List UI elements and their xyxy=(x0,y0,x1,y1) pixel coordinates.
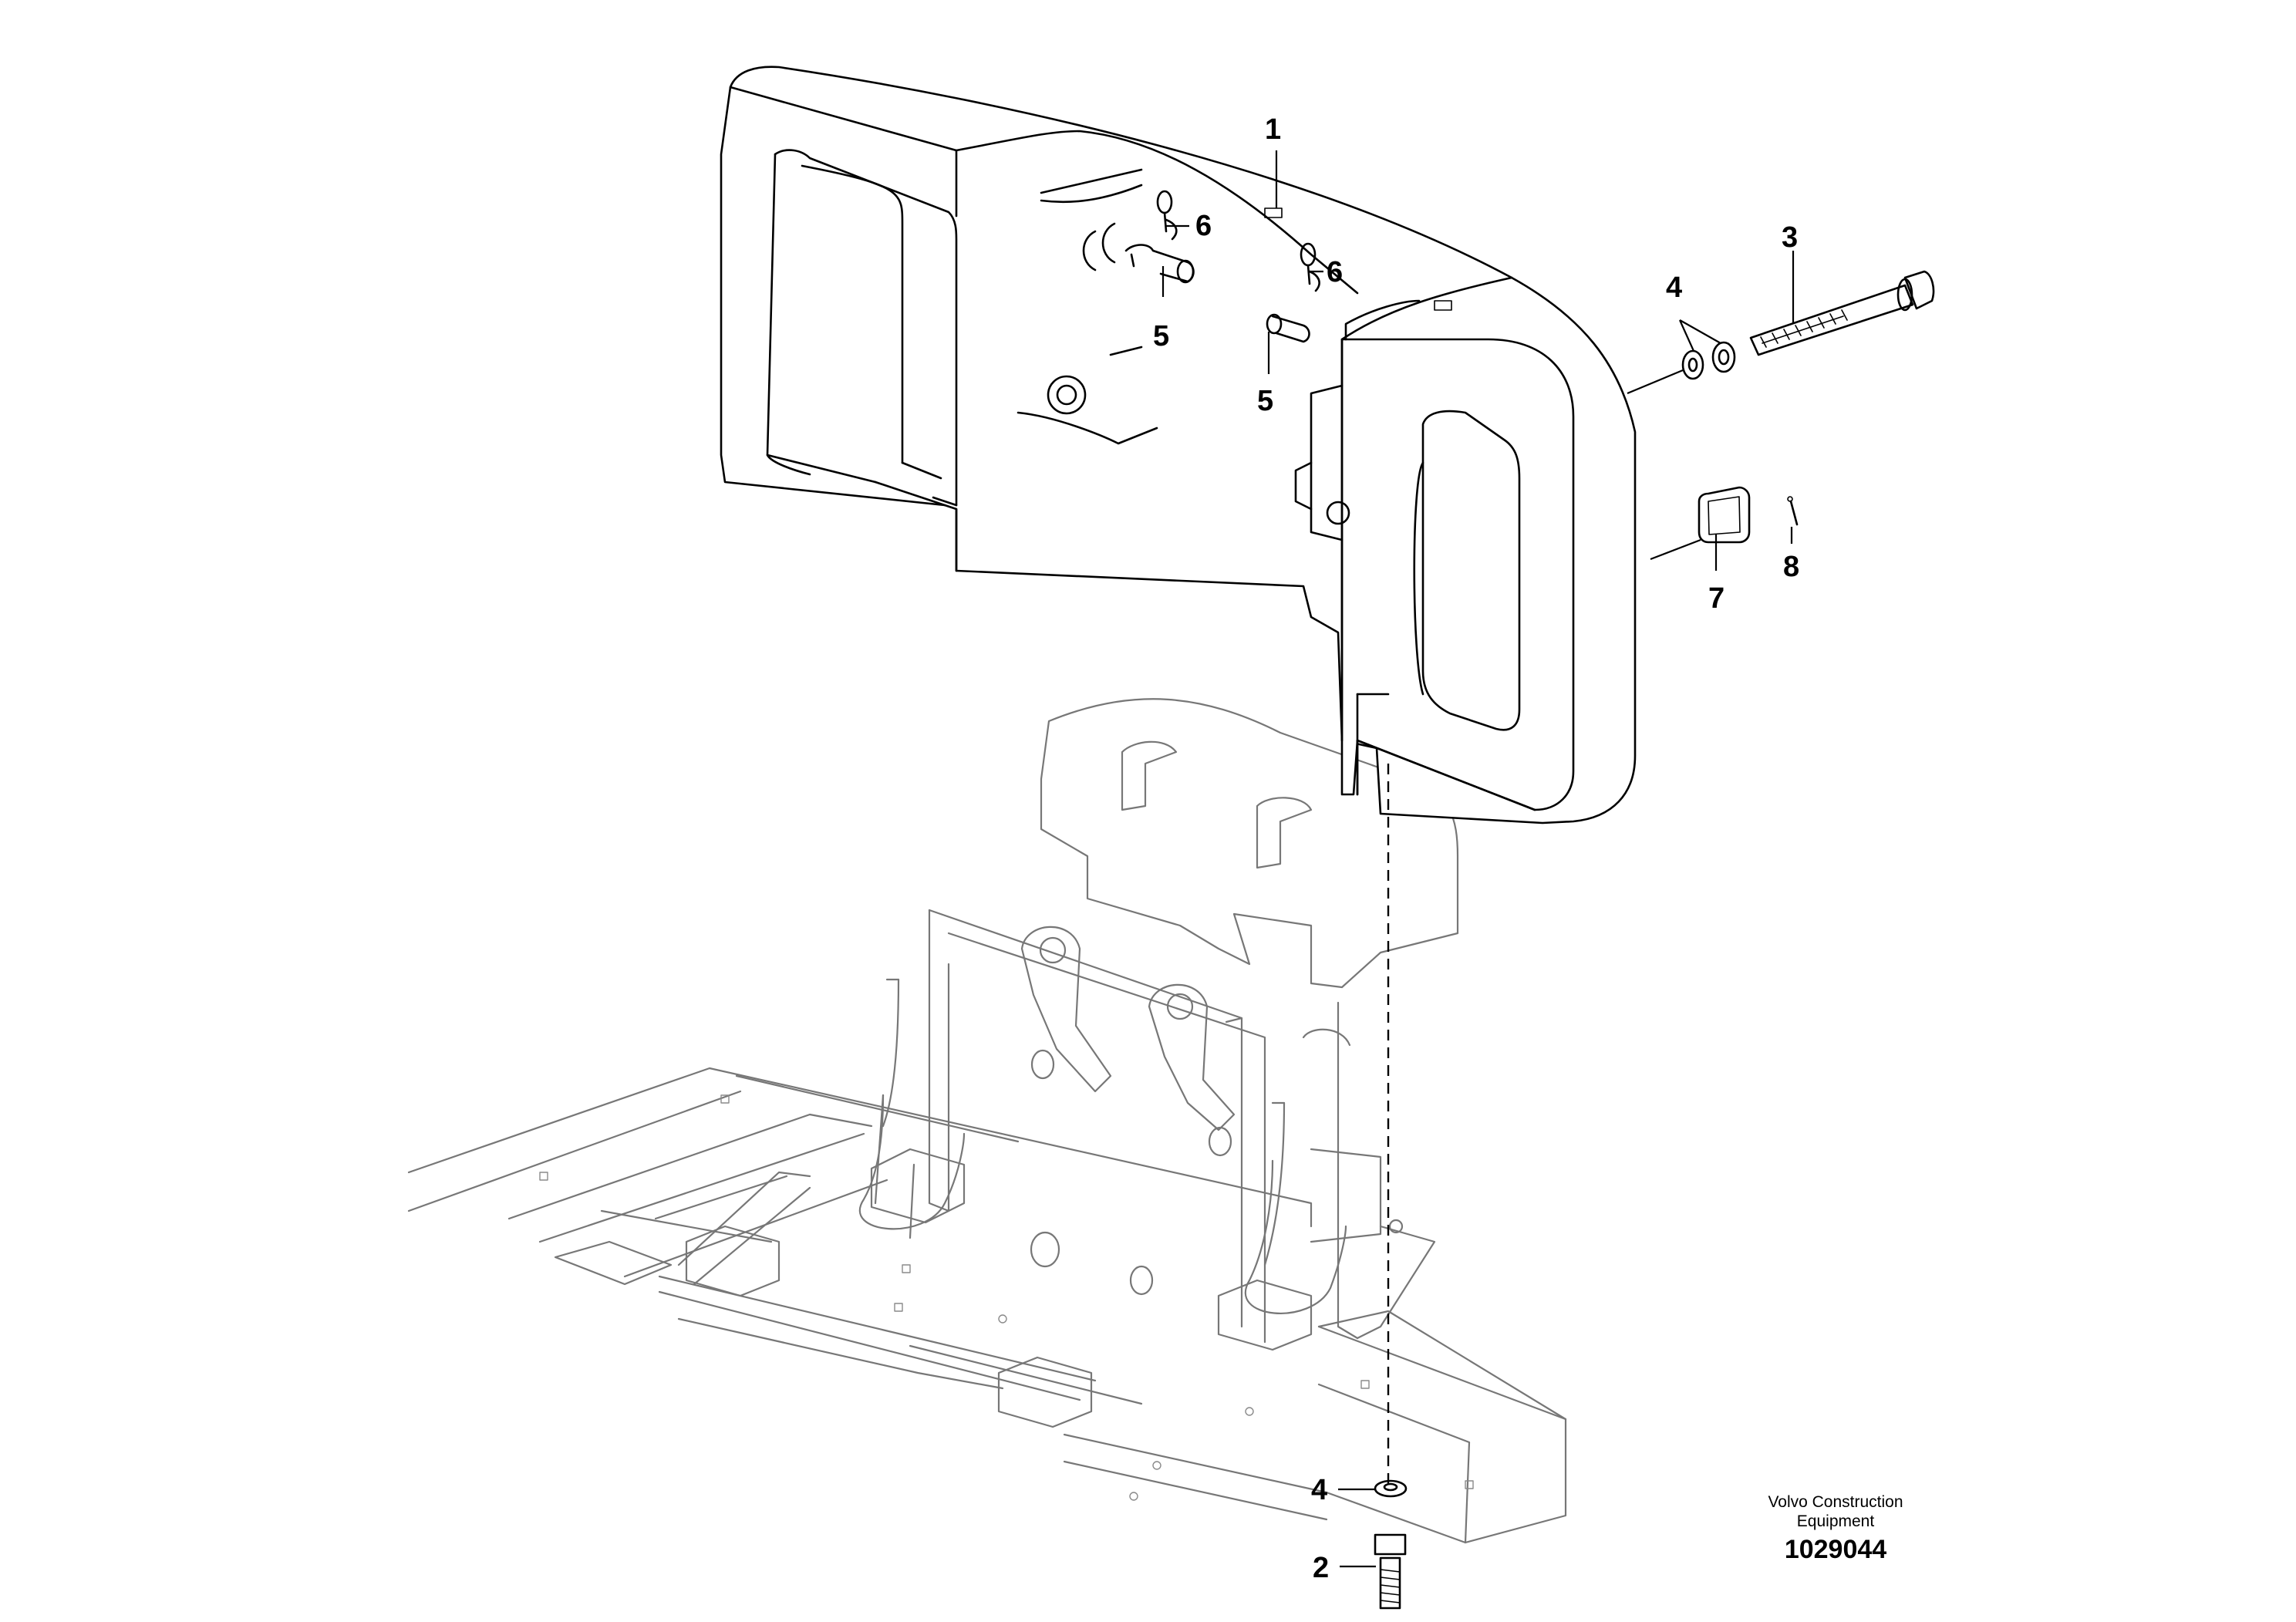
upper-frame-chassis xyxy=(407,1067,1567,1544)
callout-8: 8 xyxy=(1783,551,1799,583)
callout-6-left: 6 xyxy=(1195,210,1212,242)
callout-5-right: 5 xyxy=(1257,385,1273,417)
callout-6-right: 6 xyxy=(1327,256,1343,288)
callout-4-top: 4 xyxy=(1666,271,1682,304)
callout-leaders xyxy=(1161,150,1795,1568)
counterweight xyxy=(720,66,1637,824)
callout-labels: 1 3 4 6 6 5 5 7 8 4 2 xyxy=(1153,113,1799,1584)
callout-4-bottom: 4 xyxy=(1311,1474,1327,1506)
callout-2: 2 xyxy=(1313,1552,1329,1584)
brand-line-1: Volvo Construction xyxy=(1768,1493,1903,1511)
plate-7-and-rivet-8 xyxy=(1650,486,1799,561)
callout-7: 7 xyxy=(1708,582,1725,615)
callout-5-left: 5 xyxy=(1153,320,1169,352)
counterweight-mount-brackets xyxy=(539,909,1474,1501)
diagram-reference-number: 1029044 xyxy=(1784,1535,1887,1564)
brand-line-2: Equipment xyxy=(1796,1512,1875,1530)
pins-and-clips xyxy=(1124,190,1320,343)
callout-1: 1 xyxy=(1265,113,1281,146)
bolt-3-and-washers xyxy=(1627,270,1935,395)
bolt-2-and-washer xyxy=(1374,1479,1408,1610)
callout-3: 3 xyxy=(1782,221,1798,254)
brand-label: Volvo Construction Equipment xyxy=(1689,1492,1982,1531)
